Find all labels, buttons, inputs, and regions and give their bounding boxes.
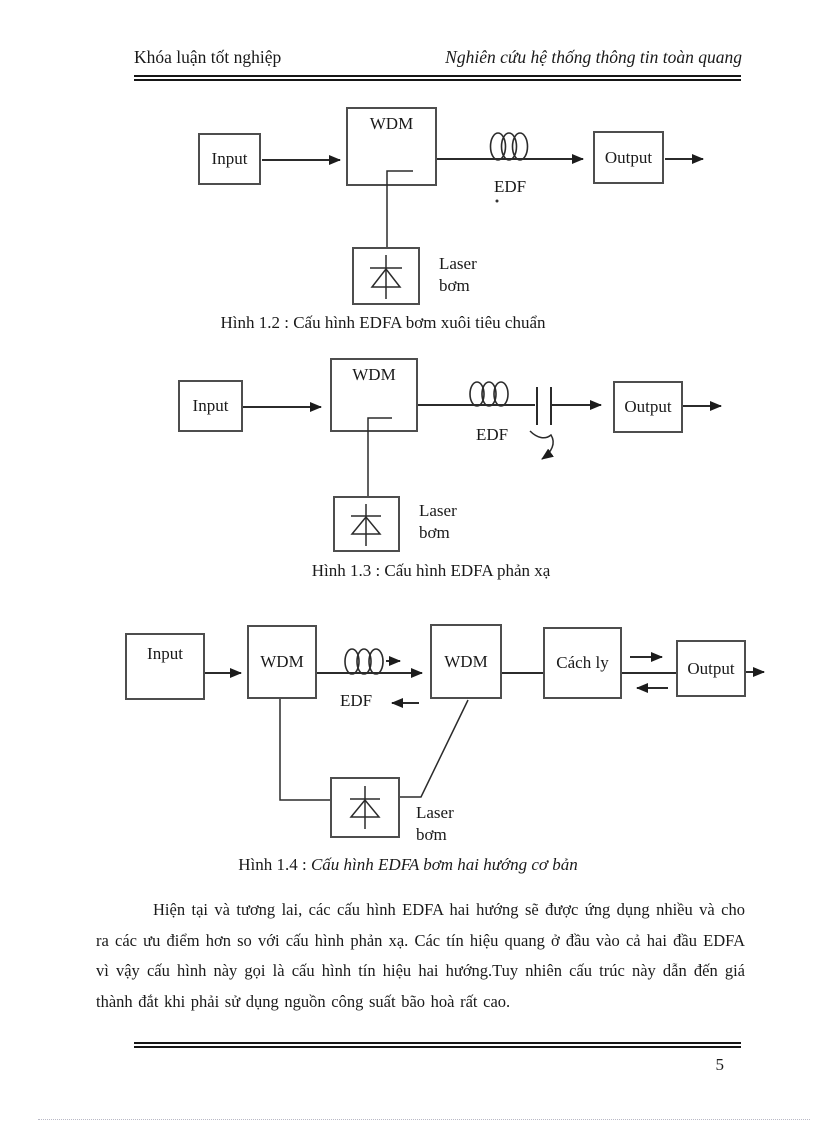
fig12-wdm-box: WDM: [346, 107, 437, 186]
fig12-laser-pump-box: [352, 247, 420, 305]
fig13-wdm-box: WDM: [330, 358, 418, 432]
fig14-laser-pump-label-line2: bơm: [416, 825, 447, 844]
fig12-laser-pump-label-line2: bơm: [439, 276, 470, 295]
fig13-caption: Hình 1.3 : Cấu hình EDFA phản xạ: [311, 561, 551, 580]
page-bottom-dotted-line: [38, 1119, 810, 1120]
header-left-title: Khóa luận tốt nghiệp: [134, 47, 282, 67]
fig13-laser-pump-label-line1: Laser: [419, 501, 457, 520]
fig14-caption-prefix: Hình 1.4 :: [238, 855, 311, 874]
fig12-edf-coil-icon: [489, 132, 529, 161]
fig14-pump-connector-left: [279, 699, 330, 801]
fig14-output-box: Output: [676, 640, 746, 697]
fig13-mirror-icon: [536, 387, 552, 425]
fig13-laser-pump-label: Laser bơm: [419, 500, 457, 544]
body-paragraph: Hiện tại và tương lai, các cấu hình EDFA…: [96, 900, 745, 1011]
fig13-edf-coil-icon: [469, 381, 509, 407]
fig13-laser-pump-box: [333, 496, 400, 552]
fig14-pump-connector-right: [400, 699, 469, 798]
fig12-laser-pump-label: Laser bơm: [439, 253, 477, 297]
fig12-caption: Hình 1.2 : Cấu hình EDFA bơm xuôi tiêu c…: [220, 313, 546, 332]
header-rule: [134, 75, 741, 81]
fig13-laser-pump-label-line2: bơm: [419, 523, 450, 542]
fig14-isolator-box: Cách ly: [543, 627, 622, 699]
fig14-edf-coil-icon: [344, 648, 384, 675]
fig14-edf-label: EDF: [339, 691, 373, 710]
fig12-output-box: Output: [593, 131, 664, 184]
fig14-input-box: Input: [125, 633, 205, 700]
page-number: 5: [715, 1055, 725, 1074]
fig14-laser-pump-label-line1: Laser: [416, 803, 454, 822]
fig14-laser-pump-label: Laser bơm: [416, 802, 454, 846]
fig12-edf-label: EDF: [493, 177, 527, 196]
fig12-stray-dot: [495, 199, 499, 203]
fig12-input-box: Input: [198, 133, 261, 185]
fig12-laser-pump-label-line1: Laser: [439, 254, 477, 273]
fig13-input-box: Input: [178, 380, 243, 432]
fig14-caption-title: Cấu hình EDFA bơm hai hướng cơ bản: [310, 855, 578, 874]
fig14-wdm-left-box: WDM: [247, 625, 317, 699]
header-right-title: Nghiên cứu hệ thống thông tin toàn quang: [445, 47, 742, 67]
fig14-wdm-right-box: WDM: [430, 624, 502, 699]
fig13-reflection-arrow: [529, 430, 554, 460]
fig13-output-box: Output: [613, 381, 683, 433]
footer-rule: [134, 1042, 741, 1048]
fig13-edf-label: EDF: [475, 425, 509, 444]
fig14-caption: Hình 1.4 : Cấu hình EDFA bơm hai hướng c…: [0, 855, 816, 875]
fig14-laser-pump-box: [330, 777, 400, 838]
